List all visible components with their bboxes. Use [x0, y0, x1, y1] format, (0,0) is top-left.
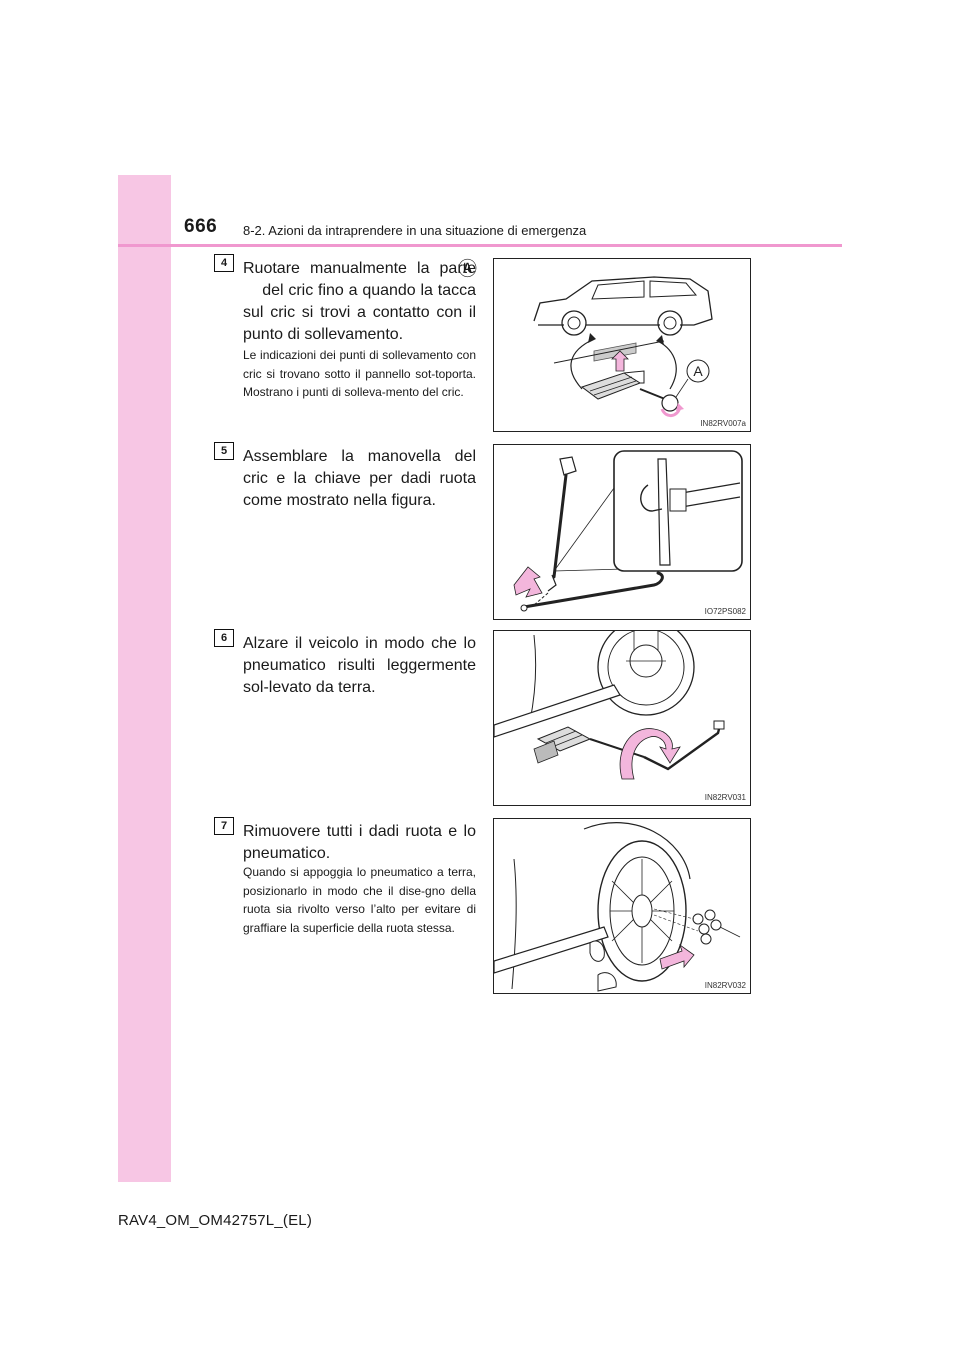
page-number: 666 [184, 216, 218, 237]
step-instruction: Ruotare manualmente la parte del cric fi… [243, 260, 476, 343]
header-rule [118, 244, 842, 247]
figure-raise-vehicle: IN82RV031 [493, 630, 751, 806]
callout-a-marker: Ⓐ [458, 258, 478, 280]
figure-code: IN82RV031 [704, 793, 746, 802]
step-number-badge: 5 [214, 442, 234, 460]
figure-code: IO72PS082 [704, 607, 746, 616]
step-number-badge: 7 [214, 817, 234, 835]
side-band [118, 175, 171, 1182]
figure-code: IN82RV007a [700, 419, 746, 428]
step-instruction: Rimuovere tutti i dadi ruota e lo pneuma… [243, 823, 476, 862]
figure-jack-lift-points: A IN82RV007a [493, 258, 751, 432]
handle-assembly-illustration [513, 450, 743, 612]
step-instruction: Alzare il veicolo in modo che lo pneumat… [243, 635, 476, 696]
figure-remove-tire: IN82RV032 [493, 818, 751, 994]
raise-vehicle-illustration [494, 631, 725, 780]
step-number-badge: 4 [214, 254, 234, 272]
document-code: RAV4_OM_OM42757L_(EL) [118, 1212, 313, 1229]
figure-callout-a: A [693, 363, 703, 379]
step-instruction: Assemblare la manovella del cric e la ch… [243, 448, 476, 509]
remove-tire-illustration [494, 822, 741, 992]
figure-code: IN82RV032 [704, 981, 746, 990]
step-note: Quando si appoggia lo pneumatico a terra… [243, 865, 476, 935]
section-title: 8-2. Azioni da intraprendere in una situ… [243, 223, 587, 238]
step-number-badge: 6 [214, 629, 234, 647]
step-note: Le indicazioni dei punti di sollevamento… [243, 348, 476, 399]
figure-handle-assembly: IO72PS082 [493, 444, 751, 620]
jack-lift-illustration: A [533, 276, 713, 417]
